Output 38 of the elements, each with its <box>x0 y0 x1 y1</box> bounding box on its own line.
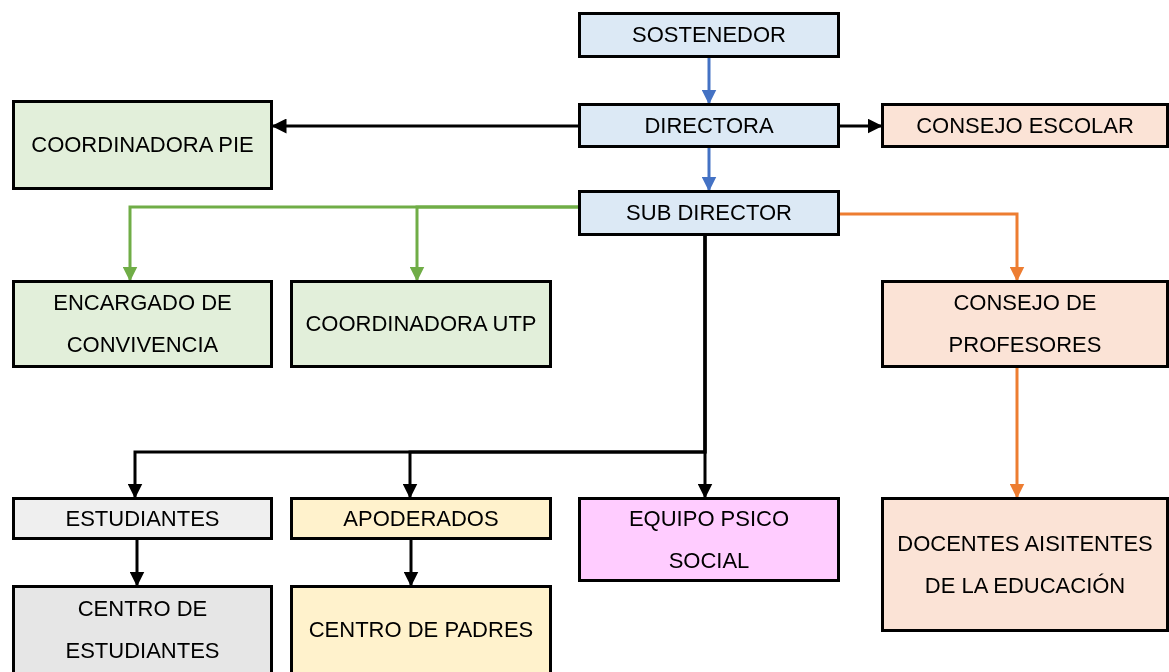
role-label: DOCENTES AISITENTES DE LA EDUCACIÓN <box>896 529 1154 600</box>
org-box <box>578 190 840 236</box>
role-label: DIRECTORA <box>643 111 775 140</box>
role-label: SOSTENEDOR <box>631 21 787 50</box>
org-box <box>12 100 273 190</box>
org-box <box>12 497 273 540</box>
role-label: COORDINADORA PIE <box>30 131 255 160</box>
role-label: CENTRO DE PADRES <box>307 616 535 645</box>
org-box <box>290 497 552 540</box>
org-box <box>290 280 552 368</box>
org-box <box>578 103 840 148</box>
role-label: SUB DIRECTOR <box>625 199 793 228</box>
role-label: ENCARGADO DE CONVIVENCIA <box>52 289 233 359</box>
arrow <box>701 58 717 105</box>
org-box <box>881 103 1169 148</box>
arrow <box>271 118 578 134</box>
arrow <box>697 236 713 499</box>
org-box <box>12 280 273 368</box>
org-box <box>881 280 1169 368</box>
role-label: ESTUDIANTES <box>64 504 221 533</box>
role-label: EQUIPO PSICO SOCIAL <box>627 504 791 575</box>
arrow <box>840 118 883 134</box>
role-label: CONSEJO ESCOLAR <box>915 111 1135 140</box>
role-label: APODERADOS <box>342 504 500 533</box>
role-label: CENTRO DE ESTUDIANTES <box>64 595 221 665</box>
arrow <box>409 205 578 282</box>
role-label: CONSEJO DE PROFESORES <box>947 289 1103 359</box>
org-box <box>12 585 273 672</box>
org-box <box>290 585 552 672</box>
arrow <box>701 148 717 192</box>
org-box <box>881 497 1169 632</box>
role-label: COORDINADORA UTP <box>304 310 538 339</box>
arrow <box>1009 368 1025 499</box>
arrow <box>403 540 419 587</box>
arrow <box>129 540 145 587</box>
arrow <box>840 212 1025 282</box>
org-box <box>578 12 840 58</box>
org-box <box>578 497 840 582</box>
